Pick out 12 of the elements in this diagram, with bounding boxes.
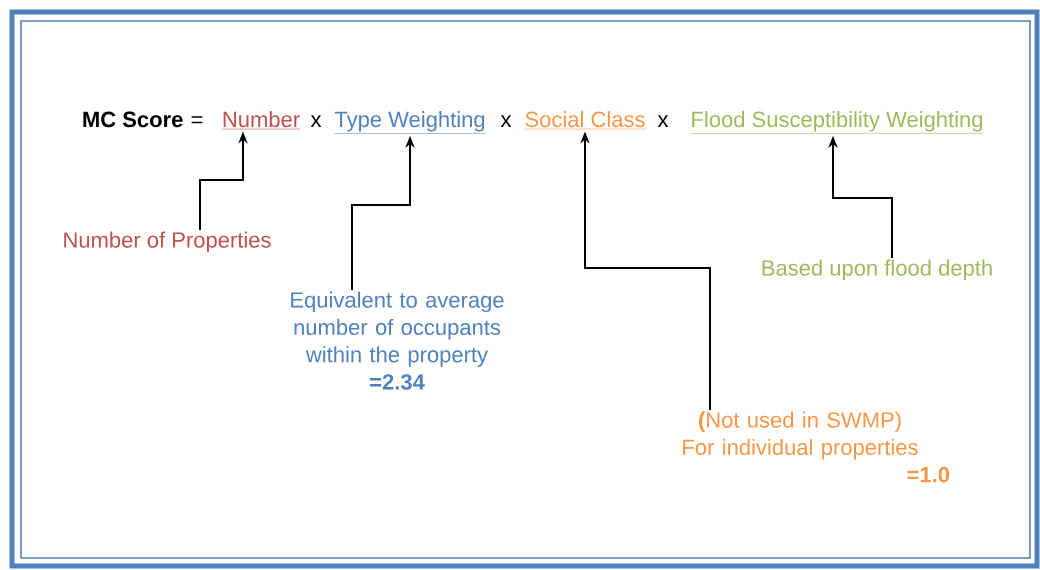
annotation-text: Based upon flood depth xyxy=(762,259,992,281)
formula-label: MC Score xyxy=(83,111,183,128)
formula-term: Type Weighting xyxy=(334,111,486,134)
annotation-text: Equivalent to average number of occupants within the property =2.34 xyxy=(291,291,504,390)
annotation-text: Number of Properties xyxy=(64,231,271,253)
annotation-text: (Not used in SWMP) For individual properties =1.0 xyxy=(683,411,950,483)
operator-sign: x xyxy=(310,115,322,127)
operator-sign: x xyxy=(657,115,669,127)
formula-term: Social Class xyxy=(524,111,646,130)
operator-sign: x xyxy=(500,115,512,127)
formula-term: Number xyxy=(221,111,301,130)
formula-term: Flood Susceptibility Weighting xyxy=(690,111,984,134)
